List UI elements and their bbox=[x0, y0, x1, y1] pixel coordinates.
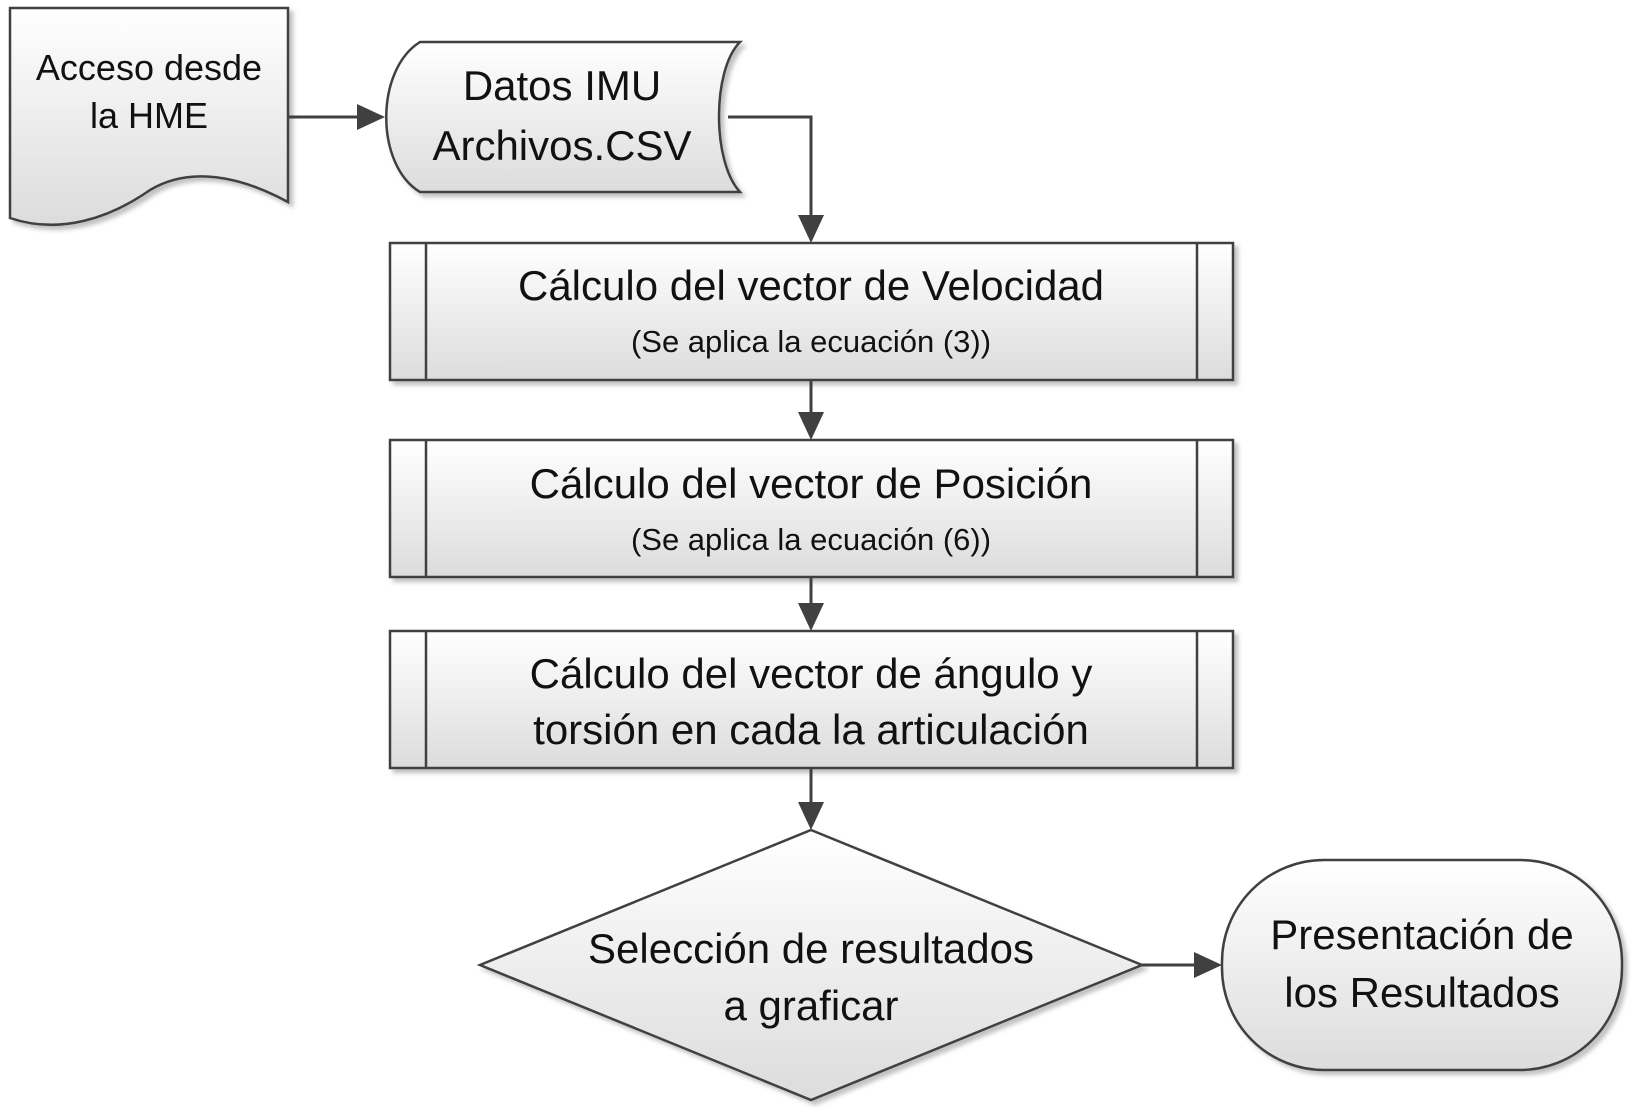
terminator-label-line2: los Resultados bbox=[1284, 969, 1559, 1016]
process-position-title: Cálculo del vector de Posición bbox=[530, 460, 1093, 507]
arrowhead-angle bbox=[798, 603, 824, 631]
stored-data-label-line2: Archivos.CSV bbox=[432, 122, 691, 169]
document-shape bbox=[8, 6, 290, 226]
process-velocity-shape bbox=[388, 241, 1235, 382]
process-velocity-title: Cálculo del vector de Velocidad bbox=[518, 262, 1104, 309]
document-node: Acceso desde la HME bbox=[8, 6, 290, 226]
terminator-shape bbox=[1220, 858, 1624, 1072]
process-angle-label-line1: Cálculo del vector de ángulo y bbox=[530, 650, 1093, 697]
connector-stored-data-to-velocity bbox=[728, 115, 813, 217]
process-position-node: Cálculo del vector de Posición (Se aplic… bbox=[388, 438, 1235, 579]
stored-data-node: Datos IMU Archivos.CSV bbox=[385, 40, 744, 194]
decision-label-line1: Selección de resultados bbox=[588, 925, 1034, 972]
arrowhead-stored-data bbox=[357, 104, 385, 130]
terminator-node: Presentación de los Resultados bbox=[1220, 858, 1624, 1072]
document-label-line1: Acceso desde bbox=[36, 47, 262, 88]
decision-node: Selección de resultados a graficar bbox=[476, 828, 1146, 1102]
decision-shape bbox=[476, 828, 1146, 1102]
stored-data-label-line1: Datos IMU bbox=[463, 62, 661, 109]
arrowhead-velocity bbox=[798, 215, 824, 243]
stored-data-shape bbox=[385, 40, 744, 194]
terminator-label-line1: Presentación de bbox=[1270, 911, 1574, 958]
process-angle-shape bbox=[388, 629, 1235, 770]
process-velocity-subtitle: (Se aplica la ecuación (3)) bbox=[631, 324, 991, 359]
process-position-shape bbox=[388, 438, 1235, 579]
document-label-line2: la HME bbox=[90, 95, 208, 136]
process-angle-node: Cálculo del vector de ángulo y torsión e… bbox=[388, 629, 1235, 770]
process-position-subtitle: (Se aplica la ecuación (6)) bbox=[631, 522, 991, 557]
process-angle-label-line2: torsión en cada la articulación bbox=[533, 706, 1089, 753]
connectors bbox=[288, 104, 1222, 978]
arrowhead-decision bbox=[798, 802, 824, 830]
decision-label-line2: a graficar bbox=[723, 982, 898, 1029]
arrowhead-position bbox=[798, 412, 824, 440]
arrowhead-terminator bbox=[1194, 952, 1222, 978]
process-velocity-node: Cálculo del vector de Velocidad (Se apli… bbox=[388, 241, 1235, 382]
